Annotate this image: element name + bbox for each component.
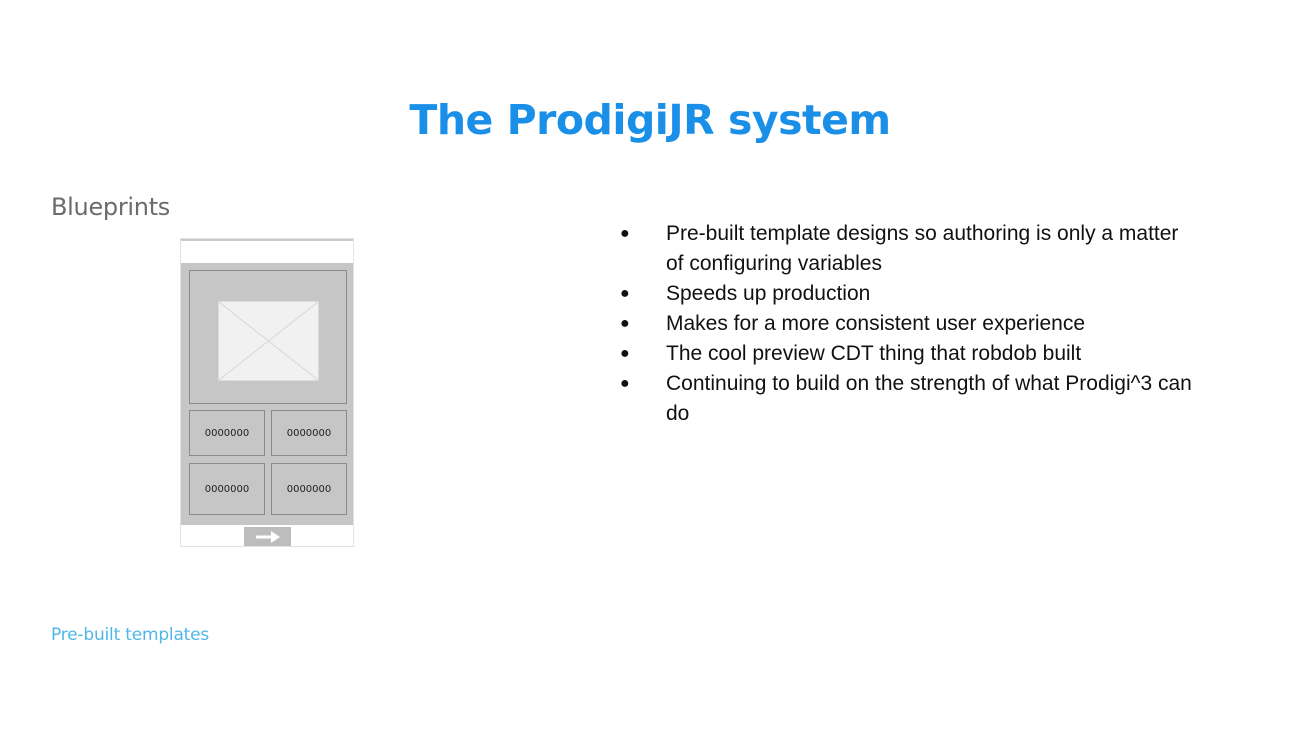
wireframe-body: 0000000 0000000 0000000 0000000 xyxy=(181,263,353,525)
bullet-item: ● Makes for a more consistent user exper… xyxy=(620,309,1200,339)
bullet-marker: ● xyxy=(620,225,630,242)
bullet-marker: ● xyxy=(620,345,630,362)
wireframe-hero-panel xyxy=(189,270,347,404)
blueprint-wireframe: 0000000 0000000 0000000 0000000 xyxy=(180,238,354,547)
wireframe-cell: 0000000 xyxy=(189,410,265,456)
wireframe-cell: 0000000 xyxy=(271,410,347,456)
bullet-marker: ● xyxy=(620,315,630,332)
bullet-item: ● Pre-built template designs so authorin… xyxy=(620,219,1200,279)
wireframe-top-bar xyxy=(181,239,353,241)
bullet-text: Continuing to build on the strength of w… xyxy=(666,372,1192,425)
wireframe-cell: 0000000 xyxy=(271,463,347,515)
section-subtitle: Blueprints xyxy=(51,193,171,221)
bullet-marker: ● xyxy=(620,375,630,392)
arrow-right-icon xyxy=(255,530,280,543)
bullet-text: Pre-built template designs so authoring … xyxy=(666,222,1179,275)
bullet-text: Makes for a more consistent user experie… xyxy=(666,312,1086,335)
bullet-list: ● Pre-built template designs so authorin… xyxy=(620,219,1200,429)
slide-title: The ProdigiJR system xyxy=(409,96,891,144)
bullet-item: ● Speeds up production xyxy=(620,279,1200,309)
image-placeholder-icon xyxy=(218,301,319,381)
bullet-item: ● The cool preview CDT thing that robdob… xyxy=(620,339,1200,369)
pre-built-templates-link[interactable]: Pre-built templates xyxy=(51,625,210,645)
bullet-text: The cool preview CDT thing that robdob b… xyxy=(666,342,1082,365)
bullet-marker: ● xyxy=(620,285,630,302)
wireframe-cell: 0000000 xyxy=(189,463,265,515)
wireframe-next-button xyxy=(244,527,291,546)
bullet-item: ● Continuing to build on the strength of… xyxy=(620,369,1200,429)
bullet-text: Speeds up production xyxy=(666,282,871,305)
